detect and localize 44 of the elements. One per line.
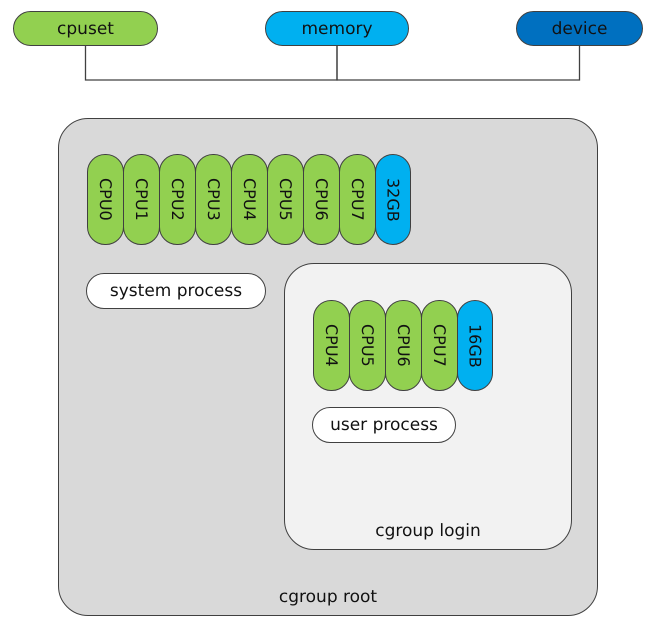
node-label: CPU5: [276, 178, 295, 221]
node-label: CPU6: [394, 324, 413, 367]
node-label: memory: [301, 18, 373, 38]
node-label: CPU7: [430, 324, 449, 367]
node-label: CPU5: [358, 324, 377, 367]
cpu-pill: [123, 154, 160, 245]
node-label: 16GB: [466, 324, 484, 368]
cpu-pill: [231, 154, 268, 245]
cpu-pill: [339, 154, 376, 245]
cpu-pill: [385, 300, 422, 391]
subsystem-pill: [516, 11, 643, 46]
cpu-pill: [303, 154, 340, 245]
node-label: CPU1: [132, 178, 151, 221]
node-label: user process: [330, 415, 438, 435]
node-label: device: [552, 18, 608, 38]
cpu-pill: [349, 300, 386, 391]
cpu-pill: [267, 154, 304, 245]
process-pill: [312, 407, 456, 443]
node-label: CPU4: [240, 178, 259, 221]
node-label: CPU7: [348, 178, 367, 221]
cpu-pill: [159, 154, 196, 245]
node-label: system process: [110, 281, 242, 301]
cgroup-panel: [284, 263, 572, 550]
node-label: cgroup login: [374, 521, 482, 541]
cpu-pill: [313, 300, 350, 391]
node-label: CPU6: [312, 178, 331, 221]
memory-pill: [457, 300, 493, 391]
node-label: CPU4: [322, 324, 341, 367]
node-label: CPU3: [204, 178, 223, 221]
connector-line: [84, 46, 338, 81]
node-label: cpuset: [57, 18, 114, 38]
node-label: CPU0: [96, 178, 115, 221]
process-pill: [86, 273, 266, 309]
cpu-pill: [87, 154, 124, 245]
cpu-pill: [195, 154, 232, 245]
cgroup-panel: [58, 118, 598, 616]
connector-line: [336, 46, 580, 81]
node-label: 32GB: [384, 178, 402, 222]
node-label: cgroup root: [278, 587, 378, 607]
subsystem-pill: [13, 11, 158, 46]
cpu-pill: [421, 300, 458, 391]
node-label: CPU2: [168, 178, 187, 221]
subsystem-pill: [265, 11, 409, 46]
memory-pill: [375, 154, 411, 245]
